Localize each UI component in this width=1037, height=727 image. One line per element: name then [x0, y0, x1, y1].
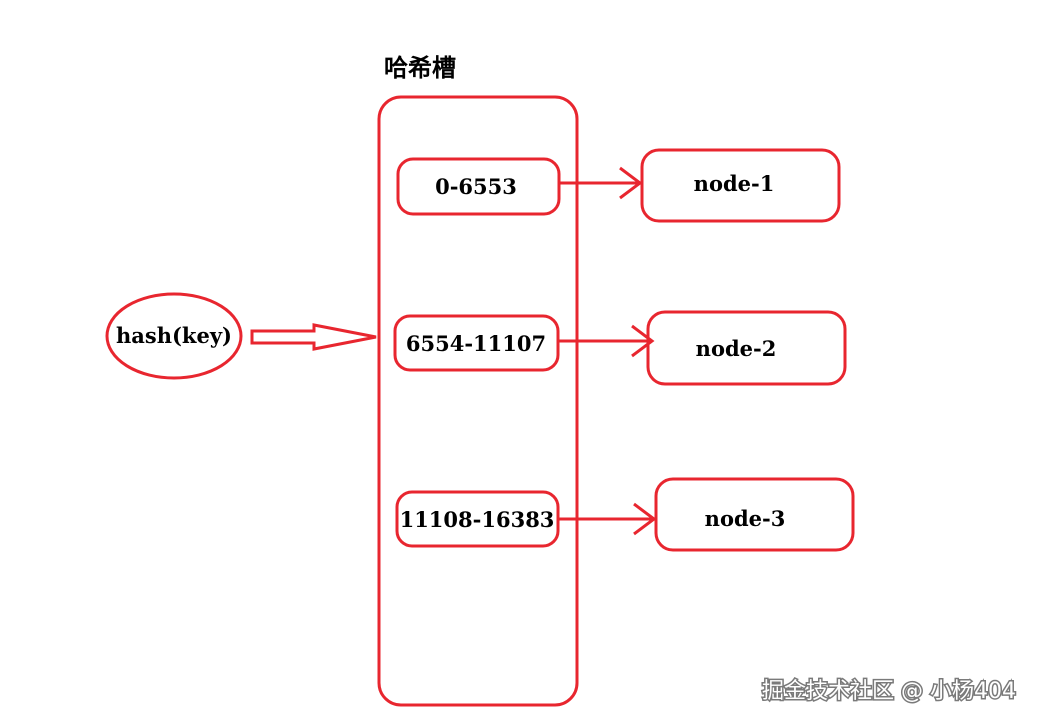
arrow-head	[631, 324, 655, 358]
slot-range-label: 6554-11107	[406, 331, 546, 356]
slot-group-title: 哈希槽	[384, 54, 456, 82]
node-label: node-2	[696, 336, 777, 361]
node-box	[640, 148, 841, 223]
node-box	[646, 310, 847, 386]
slot-range-box	[396, 157, 561, 216]
hash-slot-container	[377, 95, 579, 707]
node-box	[654, 477, 855, 552]
hash-key-label: hash(key)	[116, 323, 232, 348]
input-arrow	[250, 323, 377, 351]
slot-range-box	[393, 314, 560, 372]
arrow-head	[619, 166, 643, 200]
node-label: node-3	[705, 506, 786, 531]
slot-range-label: 11108-16383	[400, 507, 555, 532]
hash-key-node	[105, 292, 243, 380]
node-label: node-1	[694, 171, 775, 196]
watermark-text: 掘金技术社区 @ 小杨404	[762, 679, 1016, 704]
arrow-head	[633, 502, 657, 536]
slot-range-label: 0-6553	[435, 174, 517, 199]
